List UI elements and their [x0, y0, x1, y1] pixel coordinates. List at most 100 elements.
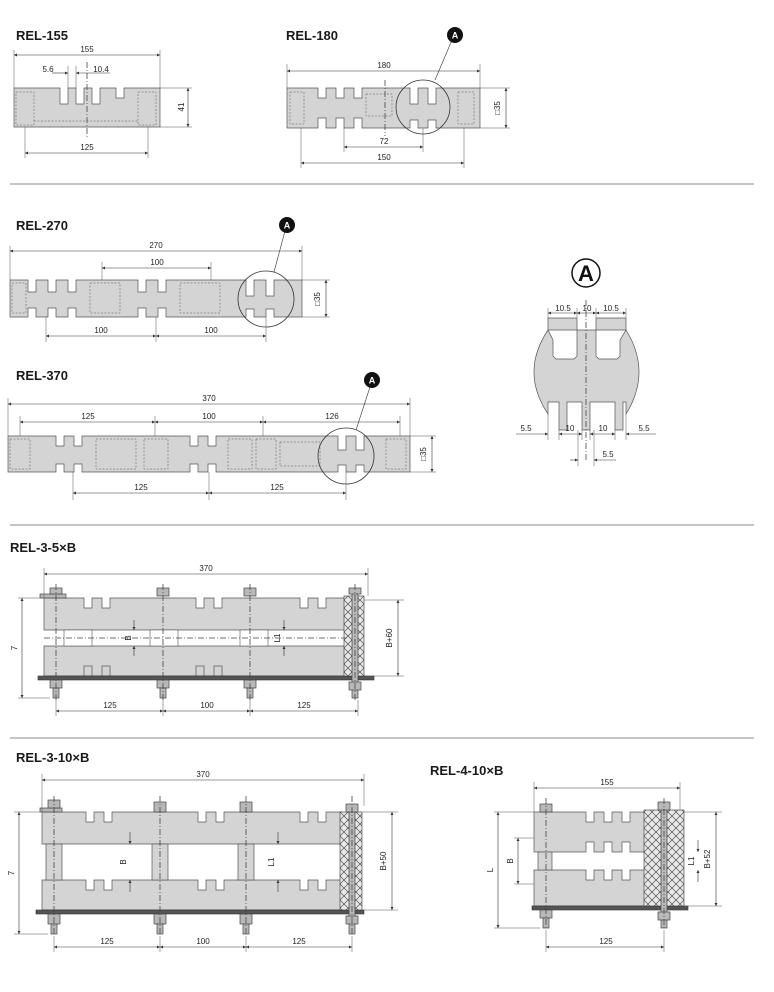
rel-370-drawing: REL-370 A 370 125 100 126 □35 [7, 368, 436, 500]
rel-155-drawing: REL-155 155 5.6 10.4 41 125 [13, 28, 192, 158]
dim-a-top-c: 10.5 [603, 304, 619, 313]
rel-4-10b-base-plate [531, 905, 689, 911]
callout-a-marker [447, 27, 463, 43]
rel-270-block [9, 279, 303, 318]
dim-rel-270-top-mid: 100 [150, 258, 164, 267]
dim-rel-3-10b-side-right: B+50 [379, 851, 388, 870]
rel-3-10b-top-plate [39, 807, 63, 813]
dim-rel-180-mid: 72 [380, 137, 389, 146]
dim-rel-3-5b-overall: 370 [199, 564, 213, 573]
callout-a-letter: A [369, 376, 376, 386]
dim-rel-3-5b-gap-l1: L1 [273, 633, 282, 642]
dim-rel-370-bottom-b: 125 [270, 483, 284, 492]
dim-rel-3-10b-gap-l1: L1 [267, 857, 276, 866]
dim-rel-155-slot-a: 5.6 [42, 65, 54, 74]
rel-370-inner [143, 438, 169, 470]
rel-4-10b-drawing: REL-4-10×B 155 L B L1 B+52 [430, 763, 722, 952]
dim-rel-370-overall: 370 [202, 394, 216, 403]
dim-rel-270-overall: 270 [149, 241, 163, 250]
dim-rel-270-bottom-b: 100 [204, 326, 218, 335]
dim-rel-3-10b-side-left: 7 [7, 870, 16, 875]
title-rel-270: REL-270 [16, 218, 68, 233]
dim-rel-370-top-a: 125 [81, 412, 95, 421]
dim-rel-3-5b-side-left: 7 [10, 645, 19, 650]
detail-a-label-circle [571, 258, 601, 288]
dim-rel-370-top-b: 100 [202, 412, 216, 421]
rel-3-5b-notch [195, 665, 205, 677]
rel-370-inner [255, 438, 277, 470]
rel-3-5b-upper-element [43, 597, 347, 631]
title-rel-180: REL-180 [286, 28, 338, 43]
callout-a-letter: A [284, 221, 291, 231]
rel-3-5b-base-plate [37, 675, 375, 681]
rel-3-5b-notch [101, 665, 111, 677]
dim-rel-370-top-c: 126 [325, 412, 339, 421]
rel-370-block [7, 435, 411, 473]
dim-rel-3-5b-bottom-a: 125 [103, 701, 117, 710]
dim-a-low-d: 5.5 [638, 424, 650, 433]
rel-370-inner [9, 438, 31, 470]
dim-rel-270-bottom-a: 100 [94, 326, 108, 335]
dim-rel-3-5b-bottom-b: 100 [200, 701, 214, 710]
dim-rel-155-height: 41 [177, 102, 186, 111]
rel-3-10b-lower-element [41, 879, 343, 911]
dim-rel-3-10b-bottom-c: 125 [292, 937, 306, 946]
callout-a-letter: A [452, 31, 459, 41]
dim-a-low-b: 10 [566, 424, 575, 433]
detail-a-label: A [578, 261, 594, 286]
dim-rel-3-10b-overall: 370 [196, 770, 210, 779]
dim-rel-180-height: □35 [493, 101, 502, 115]
dim-rel-4-10b-side-left: L [486, 867, 495, 872]
dim-a-bottom: 5.5 [602, 450, 614, 459]
title-rel-3-10b: REL-3-10×B [16, 750, 89, 765]
title-rel-155: REL-155 [16, 28, 68, 43]
callout-a-marker [279, 217, 295, 233]
callout-leader [355, 386, 371, 431]
dim-rel-155-slot-b: 10.4 [93, 65, 109, 74]
detail-a-profile [533, 317, 640, 431]
dim-a-low-c: 10 [599, 424, 608, 433]
rel-270-inner [89, 282, 121, 314]
dim-rel-4-10b-overall: 155 [600, 778, 614, 787]
dim-rel-4-10b-side-right: B+52 [703, 849, 712, 868]
rel-370-inner [279, 441, 321, 467]
dim-a-top-a: 10.5 [555, 304, 571, 313]
rel-370-inner [385, 438, 407, 470]
rel-3-5b-notch [83, 665, 93, 677]
dim-rel-155-bottom: 125 [80, 143, 94, 152]
callout-leader [434, 39, 453, 81]
dim-a-top-b: 10 [583, 304, 592, 313]
rel-4-10b-upper-element [533, 811, 647, 853]
dim-rel-3-10b-gap-b: B [119, 859, 128, 864]
detail-a-drawing: A 10.5 10 10.5 5.5 10 10 5.5 5.5 [516, 258, 656, 466]
dim-rel-370-bottom-a: 125 [134, 483, 148, 492]
dim-rel-180-overall: 180 [377, 61, 391, 70]
rel-155-inner-left [15, 91, 35, 126]
dim-rel-4-10b-gap-l1: L1 [687, 856, 696, 865]
rel-180-inner-mid [365, 93, 393, 117]
dim-rel-3-5b-gap-b: B [124, 635, 133, 640]
dim-rel-4-10b-gap-b: B [506, 858, 515, 863]
callout-a-marker [364, 372, 380, 388]
dim-rel-3-10b-bottom-b: 100 [196, 937, 210, 946]
dim-rel-270-height: □35 [313, 292, 322, 306]
dim-rel-180-bottom: 150 [377, 153, 391, 162]
rel-3-5b-drawing: REL-3-5×B [10, 540, 404, 716]
dim-rel-3-5b-side-right: B+60 [385, 628, 394, 647]
dim-rel-3-5b-bottom-c: 125 [297, 701, 311, 710]
rel-270-inner [11, 282, 27, 314]
rel-4-10b-lower-element [533, 869, 647, 907]
rel-270-drawing: REL-270 A 270 100 □35 100 100 [9, 217, 330, 342]
rel-4-10b-post [537, 851, 553, 871]
rel-3-10b-upper-element [41, 811, 343, 845]
callout-leader [273, 230, 286, 273]
rel-370-inner [227, 438, 253, 470]
rel-180-inner-left [289, 91, 305, 125]
dim-rel-155-overall: 155 [80, 45, 94, 54]
dim-a-low-a: 5.5 [520, 424, 532, 433]
rel-3-10b-base-plate [35, 909, 365, 915]
rel-180-inner-right [457, 91, 475, 125]
dim-rel-370-height: □35 [419, 447, 428, 461]
dim-rel-3-10b-bottom-a: 125 [100, 937, 114, 946]
